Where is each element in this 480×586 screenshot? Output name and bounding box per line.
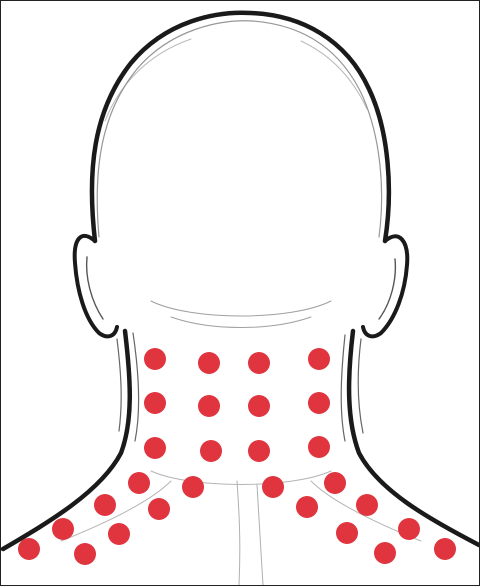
head-contour xyxy=(92,13,389,241)
right-shoulder-top-inner-marker xyxy=(356,494,378,516)
left-neck-shoulder-line xyxy=(3,331,130,549)
left-shoulder-mid-inner-marker xyxy=(148,498,170,520)
neck-mid-left-marker xyxy=(144,392,166,414)
right-shoulder-mid-outer-marker xyxy=(374,542,396,564)
hairline-sketch xyxy=(151,301,331,328)
neck-mid-inner-left-marker xyxy=(198,395,220,417)
neck-mid-right-marker xyxy=(308,392,330,414)
neck-lower-inner-right-marker xyxy=(248,440,270,462)
right-shoulder-top-outer-marker xyxy=(398,518,420,540)
right-shoulder-mid-inner-marker xyxy=(336,522,358,544)
marker-points xyxy=(18,348,456,565)
left-ear-inner xyxy=(87,257,103,319)
left-ear xyxy=(75,236,117,336)
neck-upper-right-marker xyxy=(308,348,330,370)
left-shoulder-top-inner-marker xyxy=(94,494,116,516)
right-ear-inner xyxy=(379,259,395,319)
neck-and-shoulders xyxy=(3,301,479,585)
left-trapezius-marker xyxy=(296,496,318,518)
left-shoulder-low-outer-marker xyxy=(18,538,40,560)
neck-base-left-marker xyxy=(128,472,150,494)
spine-sketch xyxy=(237,481,263,585)
ears xyxy=(75,236,408,336)
neck-base-right-marker xyxy=(324,472,346,494)
neck-lower-inner-left-marker xyxy=(200,440,222,462)
head-outline xyxy=(92,13,389,241)
right-ear xyxy=(363,236,407,336)
neck-upper-inner-left-marker xyxy=(198,352,220,374)
left-shoulder-mid-outer-marker xyxy=(108,523,130,545)
neck-base-inner-left-marker xyxy=(182,476,204,498)
left-shoulder-low-inner-marker xyxy=(74,543,96,565)
neck-lower-right-marker xyxy=(308,436,330,458)
neck-upper-left-marker xyxy=(144,348,166,370)
neck-mid-inner-right-marker xyxy=(248,395,270,417)
neck-base-inner-right-marker xyxy=(262,476,284,498)
neck-lower-left-marker xyxy=(144,437,166,459)
left-shoulder-top-outer-marker xyxy=(52,518,74,540)
neck-upper-inner-right-marker xyxy=(248,352,270,374)
right-shoulder-low-inner-marker xyxy=(434,538,456,560)
